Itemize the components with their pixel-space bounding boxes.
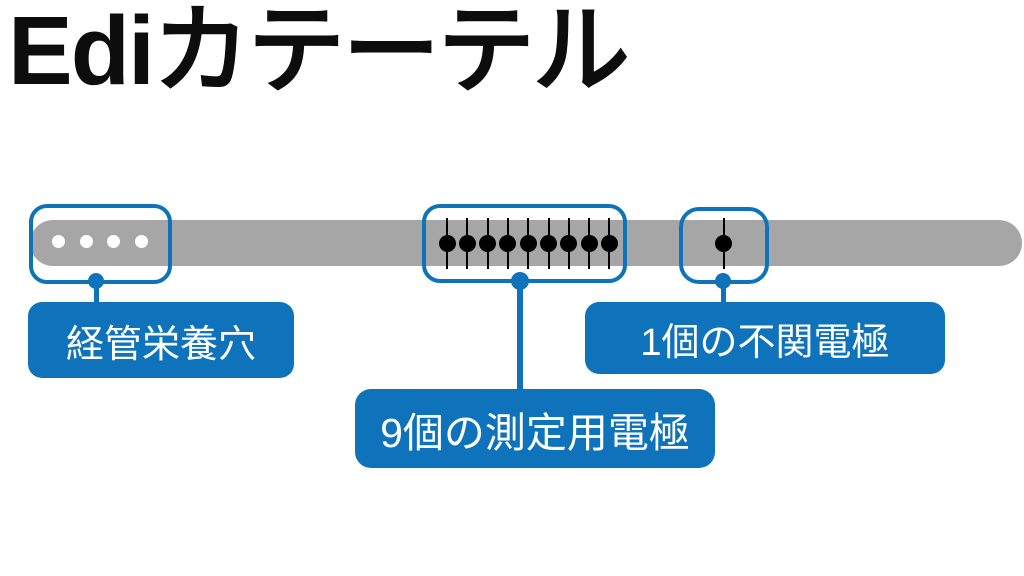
- feeding-holes-connector-line: [93, 281, 99, 304]
- electrode-contact: [438, 235, 456, 252]
- measuring-electrodes-callout: 9個の測定用電極: [355, 389, 715, 468]
- electrode-contact: [519, 235, 537, 252]
- electrode-contact: [715, 235, 732, 252]
- electrode-dot: [458, 218, 477, 269]
- reference-electrode-label: 1個の不関電極: [640, 321, 890, 364]
- page-title: Ediカテーテル: [8, 0, 630, 105]
- measuring-electrodes-label: 9個の測定用電極: [380, 409, 690, 456]
- measuring-electrodes-connector-line: [517, 281, 523, 391]
- electrode-dot: [714, 218, 733, 269]
- electrode-dot: [519, 218, 538, 269]
- electrode-dot: [498, 218, 517, 269]
- reference-electrode-connector-line: [720, 282, 726, 304]
- feeding-hole-dot: [135, 235, 149, 248]
- electrode-dot: [580, 218, 599, 269]
- electrode-dot: [559, 218, 578, 269]
- electrode-contact: [499, 235, 517, 252]
- feeding-hole-dot: [79, 235, 93, 248]
- electrode-dot: [478, 218, 497, 269]
- measuring-electrodes-group: [438, 218, 620, 269]
- electrode-contact: [600, 235, 618, 252]
- feeding-hole-dot: [107, 235, 121, 248]
- measuring-electrodes-outline: [422, 204, 627, 283]
- feeding-holes-label: 経管栄養穴: [65, 323, 256, 366]
- electrode-dot: [600, 218, 619, 269]
- electrode-contact: [560, 235, 578, 252]
- feeding-hole-dot: [52, 235, 65, 248]
- feeding-holes-group: [52, 235, 149, 248]
- electrode-dot: [539, 218, 558, 269]
- feeding-holes-callout: 経管栄養穴: [28, 302, 294, 378]
- reference-electrode-callout: 1個の不関電極: [585, 302, 945, 374]
- electrode-contact: [479, 235, 497, 252]
- electrode-contact: [580, 235, 598, 252]
- electrode-contact: [458, 235, 476, 252]
- reference-electrode-group: [714, 218, 733, 269]
- reference-electrode-connector-dot: [715, 273, 731, 289]
- electrode-contact: [540, 235, 557, 252]
- electrode-dot: [438, 218, 457, 269]
- feeding-holes-outline: [29, 204, 172, 284]
